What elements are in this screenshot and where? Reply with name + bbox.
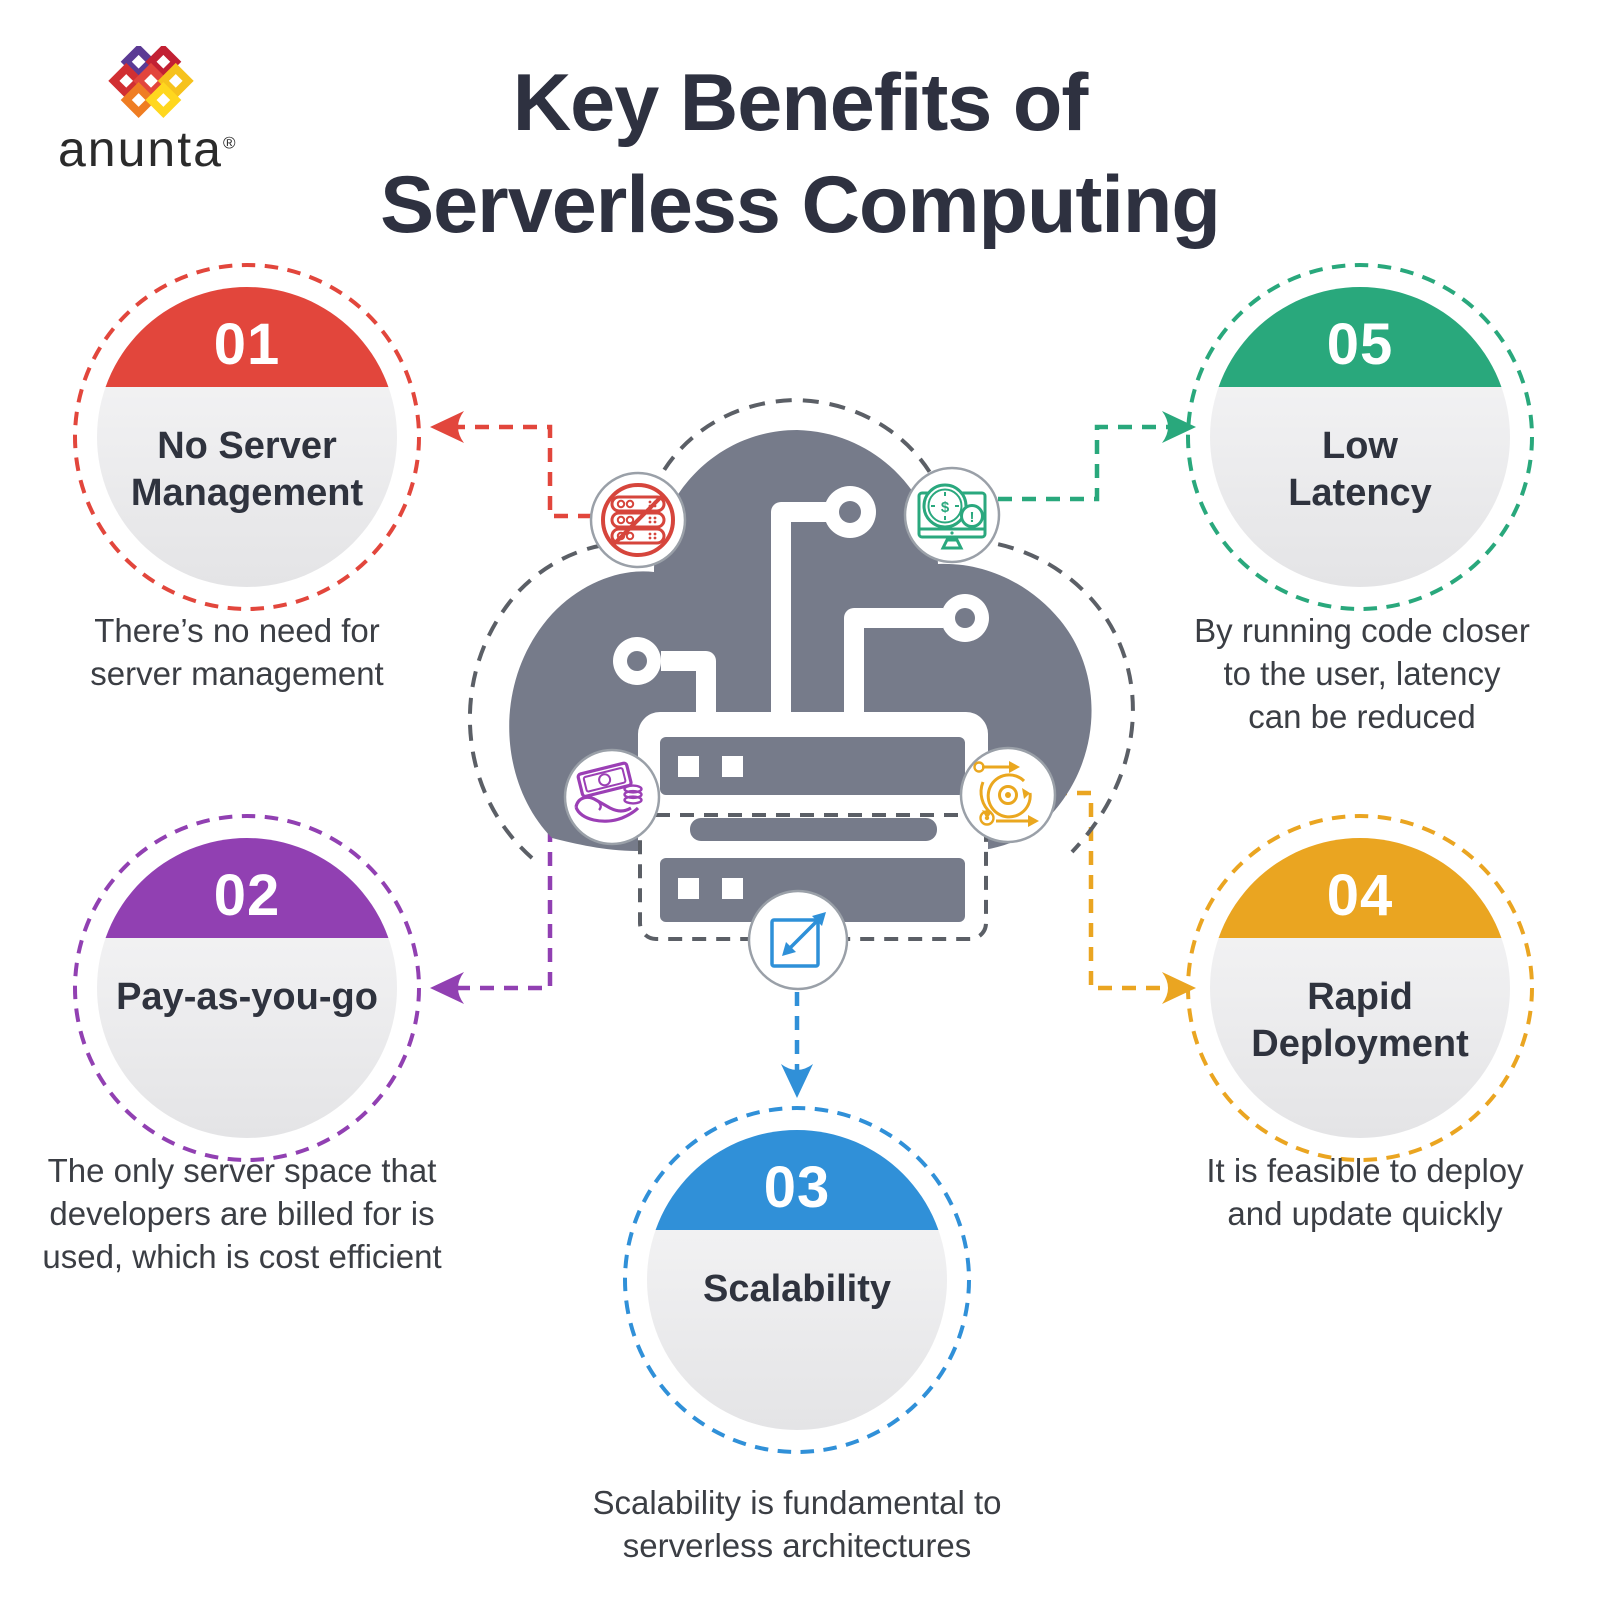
anunta-wordmark: anunta® bbox=[58, 121, 238, 177]
title-line-1: Key Benefits of bbox=[512, 58, 1089, 148]
no-server-rack-icon bbox=[601, 483, 675, 557]
arrowhead-04 bbox=[1162, 972, 1196, 1004]
ring-benefit-02 bbox=[73, 814, 421, 1162]
anunta-logo: anunta® bbox=[58, 46, 278, 174]
benefit-04-cap: 04 bbox=[1210, 838, 1510, 938]
benefit-04-number: 04 bbox=[1326, 862, 1394, 928]
rapid-deployment-agile-cycle-icon bbox=[973, 761, 1039, 827]
circuit-traces bbox=[661, 502, 943, 732]
benefit-02-cap: 02 bbox=[97, 838, 397, 938]
connector-04 bbox=[1053, 790, 1196, 1004]
title-line-2: Serverless Computing bbox=[380, 160, 1221, 251]
svg-text:$: $ bbox=[941, 499, 950, 516]
page-title: Key Benefits of Serverless Computing bbox=[0, 52, 1600, 256]
scalability-expand-icon bbox=[770, 912, 826, 968]
arrowhead-02 bbox=[430, 972, 464, 1004]
ring-benefit-05 bbox=[1186, 263, 1534, 611]
circuit-nodes bbox=[613, 486, 989, 685]
benefit-05-number: 05 bbox=[1326, 311, 1394, 377]
connector-01 bbox=[430, 411, 592, 519]
latency-monitor-clock-icon: $ ! bbox=[917, 483, 987, 550]
arrowhead-03 bbox=[781, 1064, 813, 1098]
pay-per-use-hand-money-icon bbox=[574, 761, 643, 823]
ring-benefit-03 bbox=[623, 1106, 971, 1454]
arrowhead-05 bbox=[1162, 411, 1196, 443]
benefit-02-number: 02 bbox=[213, 862, 281, 928]
server-racks bbox=[660, 737, 965, 922]
benefit-02-label: Pay-as-you-go bbox=[116, 976, 378, 1018]
svg-text:!: ! bbox=[970, 509, 975, 526]
benefit-03-cap: 03 bbox=[647, 1130, 947, 1230]
benefit-03-number: 03 bbox=[763, 1154, 831, 1220]
benefit-05-cap: 05 bbox=[1210, 287, 1510, 387]
connector-05 bbox=[998, 411, 1196, 502]
benefit-circle-02: 02 Pay-as-you-go bbox=[97, 838, 397, 1138]
benefit-01-cap: 01 bbox=[97, 287, 397, 387]
registered-mark: ® bbox=[222, 133, 238, 153]
arrowhead-01 bbox=[430, 411, 464, 443]
anunta-logo-icon bbox=[108, 46, 194, 118]
benefit-03-label: Scalability bbox=[703, 1268, 891, 1310]
ring-benefit-01 bbox=[73, 263, 421, 611]
benefit-circle-03: 03 Scalability bbox=[647, 1130, 947, 1430]
benefit-01-number: 01 bbox=[213, 311, 281, 377]
connector-03 bbox=[781, 992, 813, 1098]
